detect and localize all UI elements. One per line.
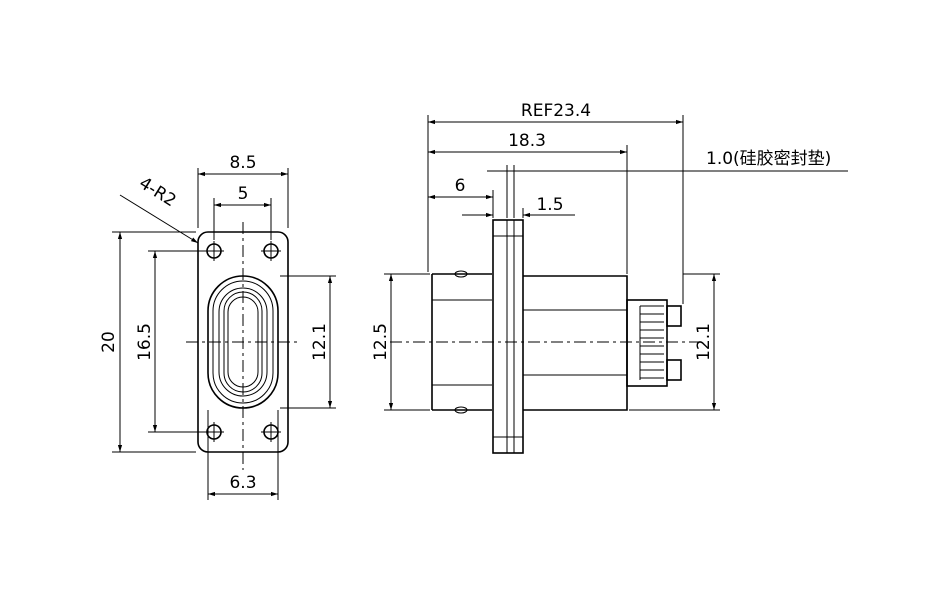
dim-body-length: 18.3 (508, 131, 546, 151)
corner-radius-label: 4-R2 (135, 173, 179, 211)
side-view: REF23.4 18.3 1.0(硅胶密封垫) 6 1.5 12.5 12.1 (371, 101, 848, 454)
dim-flange-thickness: 1.5 (536, 195, 563, 215)
terminal-pins (639, 305, 664, 380)
dim-total-height: 20 (99, 331, 119, 353)
dim-slot-width: 6.3 (229, 473, 256, 493)
dim-slot-height: 12.1 (310, 323, 330, 361)
gasket-note: 1.0(硅胶密封垫) (706, 149, 831, 169)
dim-front-diameter: 12.5 (371, 323, 391, 361)
front-view: 8.5 5 4-R2 20 16.5 12.1 6.3 (99, 153, 336, 500)
dim-rear-height: 12.1 (694, 323, 714, 361)
dim-nose-length: 6 (455, 176, 466, 196)
dim-hole-pitch-y: 16.5 (135, 323, 155, 361)
rear-terminal (626, 299, 668, 387)
dim-hole-pitch-x: 5 (238, 184, 249, 204)
dim-overall-length: REF23.4 (521, 101, 591, 121)
rear-body (523, 275, 628, 411)
dim-width-outer: 8.5 (229, 153, 256, 173)
side-flange (492, 219, 524, 454)
